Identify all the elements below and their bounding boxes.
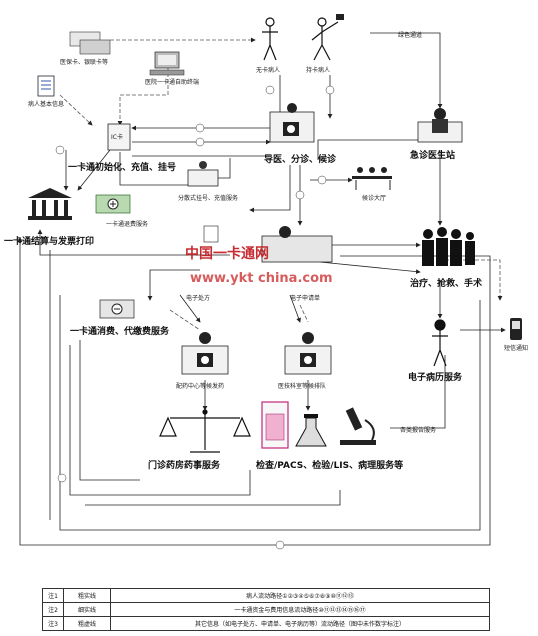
legend-kind: 细实线 <box>63 602 111 617</box>
treatment-group-icon <box>422 227 475 266</box>
ic-card-label: IC卡 <box>111 133 123 141</box>
legend-num: 注3 <box>42 616 64 631</box>
pharmacy-counter-icon <box>181 332 229 375</box>
document-icon <box>37 75 55 97</box>
legend-desc: 病人流动路径①②③④⑤⑥⑦⑧⑨⑩⑪⑫⑬ <box>110 588 490 603</box>
flask-icon <box>295 414 327 447</box>
legend-desc: 其它信息（如电子处方、申请单、电子病历等）流动路径（图中未作数字标注） <box>110 616 490 631</box>
patient-info-label: 病人基本信息 <box>28 100 64 108</box>
er-station-label: 急诊医生站 <box>410 149 455 161</box>
legend-kind: 粗虚线 <box>63 616 111 631</box>
settlement-label: 一卡通结算与发票打印 <box>4 235 94 247</box>
e-request-label: 电子申请单 <box>290 294 320 302</box>
no-card-patient-label: 无卡病人 <box>256 66 280 74</box>
no-card-person-icon <box>262 17 278 61</box>
guide-desk-icon <box>269 103 315 143</box>
hospital-card-flow-diagram: 中国一卡通网 www.ykt china.com 医保卡、银联卡等 医院一卡通自… <box>4 14 528 550</box>
mobile-phone-icon <box>510 318 522 340</box>
pacs-monitor-icon <box>261 401 289 449</box>
er-doctor-icon <box>417 108 463 143</box>
emr-doctor-icon <box>432 319 448 367</box>
refund-label: 一卡通退费服务 <box>106 220 148 228</box>
pharmacy-center-label: 配药中心等候发药 <box>176 382 224 390</box>
consulting-doctor-icon <box>203 225 333 263</box>
exam-label: 检查/PACS、检验/LIS、病理服务等 <box>256 459 403 471</box>
sms-label: 短信通知 <box>504 344 528 352</box>
watermark-cn: 中国一卡通网 <box>185 245 269 262</box>
scales-icon <box>159 409 251 453</box>
bank-card-icon <box>69 31 111 55</box>
report-service-label: 各类报告服务 <box>400 426 436 434</box>
refund-card-icon <box>95 194 131 214</box>
card-patient-label: 持卡病人 <box>306 66 330 74</box>
card-person-icon <box>311 14 344 61</box>
legend-num: 注2 <box>42 602 64 617</box>
green-channel-label: 绿色通道 <box>398 31 422 39</box>
insurance-card-label: 医保卡、银联卡等 <box>60 58 108 66</box>
microscope-icon <box>340 407 376 445</box>
card-init-label: 一卡通初始化、充值、挂号 <box>68 161 176 173</box>
queue-service-label: 分散式挂号、充值服务 <box>178 194 238 202</box>
waiting-hall-icon <box>352 167 392 190</box>
guide-label: 导医、分诊、候诊 <box>264 153 337 165</box>
pharmacy-label: 门诊药房药事服务 <box>148 459 221 471</box>
terminal-label: 医院一卡通自助终端 <box>145 78 199 86</box>
consume-label: 一卡通消费、代缴费服务 <box>70 325 170 337</box>
waiting-hall-label: 候诊大厅 <box>362 194 386 202</box>
exam-queue-label: 医技科室等候排队 <box>278 382 326 390</box>
e-rx-label: 电子处方 <box>186 294 210 302</box>
ic-card-reader-icon <box>107 123 131 151</box>
emr-label: 电子病历服务 <box>408 371 463 383</box>
registration-counter-icon <box>187 161 219 187</box>
legend-desc: 一卡通资金与费用信息流动路径⑩⑪⑫⑬⑭⑮⑯⑰ <box>110 602 490 617</box>
watermark-url: www.ykt china.com <box>190 271 333 286</box>
legend-kind: 粗实线 <box>63 588 111 603</box>
bank-building-icon <box>28 188 72 220</box>
legend-num: 注1 <box>42 588 64 603</box>
terminal-computer-icon <box>149 51 185 76</box>
consume-card-icon <box>99 299 135 319</box>
treatment-label: 治疗、抢救、手术 <box>410 277 482 289</box>
exam-counter-icon <box>284 332 332 375</box>
step-numbers <box>55 85 335 550</box>
